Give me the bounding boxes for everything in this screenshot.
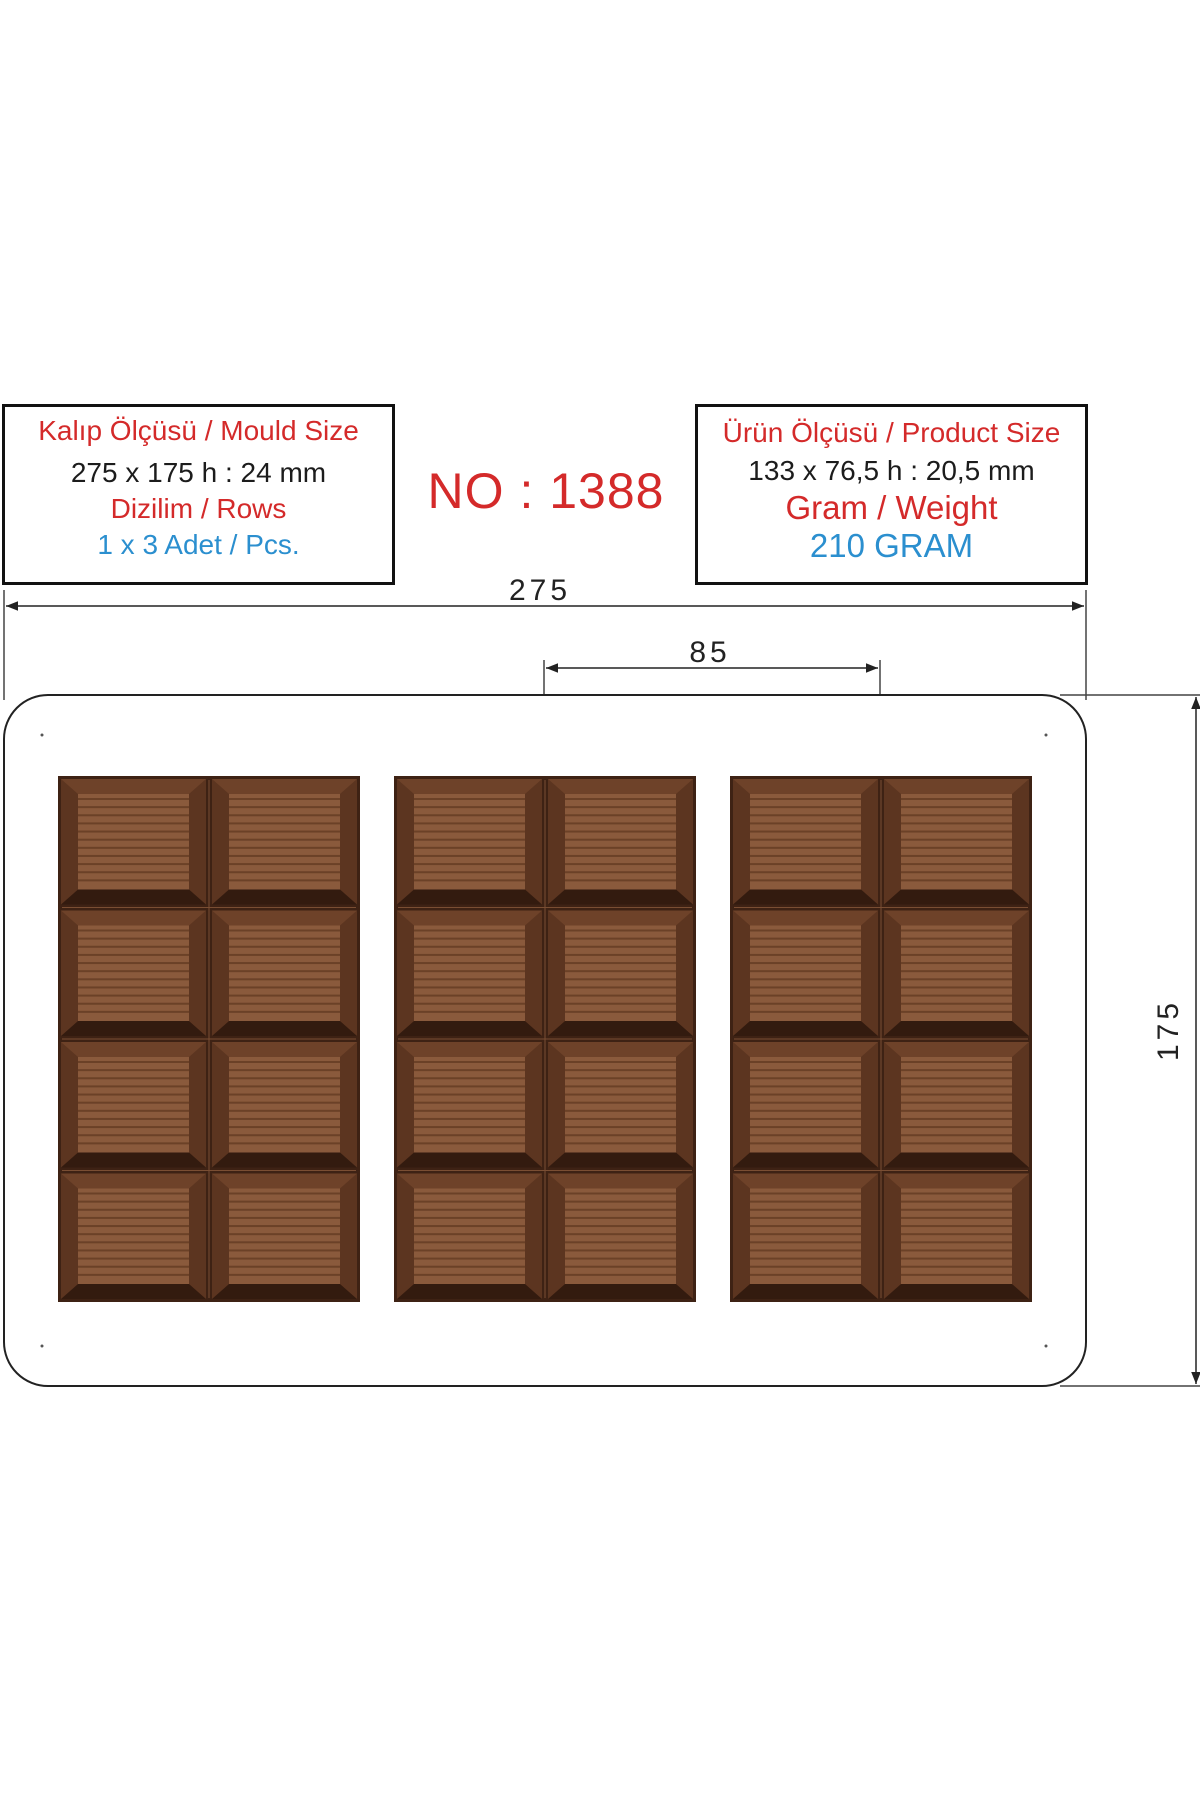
model-number: NO : 1388 (427, 463, 665, 519)
chocolate-segment (884, 910, 1029, 1036)
rows-value: 1 x 3 Adet / Pcs. (97, 529, 300, 560)
chocolate-segment (61, 1173, 206, 1299)
chocolate-segment (61, 1042, 206, 1168)
weight-label: Gram / Weight (785, 489, 998, 526)
width-dimension-label: 275 (509, 574, 571, 607)
chocolate-bar-cavity (58, 776, 360, 1302)
chocolate-segment (212, 1042, 357, 1168)
chocolate-segment (212, 779, 357, 905)
chocolate-bar-cavity (730, 776, 1032, 1302)
chocolate-segment (548, 910, 693, 1036)
chocolate-segment (397, 910, 542, 1036)
chocolate-segment (548, 779, 693, 905)
pitch-dimension-label: 85 (689, 636, 730, 669)
chocolate-segment (884, 1042, 1029, 1168)
product-size-title: Ürün Ölçüsü / Product Size (722, 417, 1061, 448)
chocolate-segment (397, 779, 542, 905)
chocolate-bar-cavity (394, 776, 696, 1302)
chocolate-segment (397, 1042, 542, 1168)
chocolate-segment (548, 1173, 693, 1299)
chocolate-segment (733, 1042, 878, 1168)
height-dimension-label: 175 (1152, 999, 1185, 1061)
chocolate-segment (212, 1173, 357, 1299)
chocolate-segment (61, 910, 206, 1036)
cavity-group (58, 776, 1032, 1302)
height-dimension: 175 (1060, 694, 1200, 1387)
chocolate-segment (733, 779, 878, 905)
weight-value: 210 GRAM (809, 527, 974, 564)
rows-label: Dizilim / Rows (110, 493, 287, 524)
chocolate-segment (397, 1173, 542, 1299)
chocolate-segment (733, 910, 878, 1036)
chocolate-segment (61, 779, 206, 905)
chocolate-segment (884, 779, 1029, 905)
mould-size-value: 275 x 175 h : 24 mm (70, 457, 327, 488)
chocolate-segment (733, 1173, 878, 1299)
chocolate-segment (884, 1173, 1029, 1299)
chocolate-segment (548, 1042, 693, 1168)
product-size-box: Ürün Ölçüsü / Product Size 133 x 76,5 h … (695, 404, 1088, 585)
mould-size-box: Kalıp Ölçüsü / Mould Size 275 x 175 h : … (2, 404, 395, 585)
width-dimension: 275 (3, 574, 1087, 700)
mould-size-title: Kalıp Ölçüsü / Mould Size (38, 415, 359, 446)
chocolate-segment (212, 910, 357, 1036)
product-size-value: 133 x 76,5 h : 20,5 mm (748, 455, 1035, 486)
